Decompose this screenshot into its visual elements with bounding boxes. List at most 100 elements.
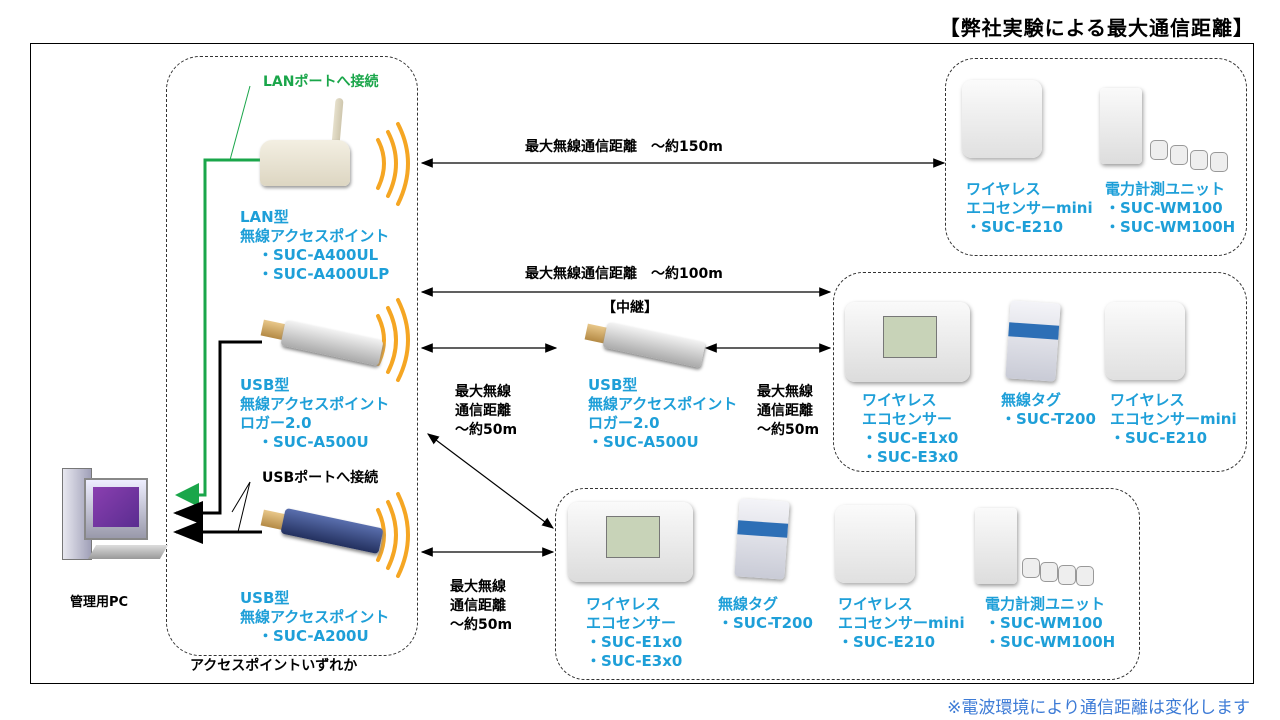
label-line: ワイヤレス <box>862 391 937 409</box>
device-label: 電力計測ユニット ・SUC-WM100 ・SUC-WM100H <box>1105 180 1235 237</box>
label-line: 最大無線 <box>757 384 813 400</box>
pc-label: 管理用PC <box>70 595 129 610</box>
label-line: ワイヤレス <box>966 180 1041 198</box>
label-line: USB型 <box>588 376 638 394</box>
usb-port-label: USBポートへ接続 <box>262 470 379 486</box>
label-line: 無線アクセスポイント <box>240 608 390 626</box>
label-line: エコセンサーmini <box>1110 410 1237 428</box>
device-label: ワイヤレス エコセンサーmini ・SUC-E210 <box>1110 391 1237 448</box>
label-line: エコセンサー <box>586 614 677 632</box>
label-line: 無線タグ <box>1001 391 1062 409</box>
label-line: エコセンサー <box>862 410 953 428</box>
label-line: USB型 <box>240 376 290 394</box>
usb-access-point-label: USB型 無線アクセスポイント ・SUC-A200U <box>240 589 389 646</box>
label-line: ～約50m <box>455 422 518 438</box>
label-line: USB型 <box>240 589 290 607</box>
radio-waves-icon <box>376 492 410 578</box>
lan-cable-line <box>175 158 295 507</box>
label-line: 無線アクセスポイント <box>240 227 390 245</box>
lan-callout-line <box>229 85 251 161</box>
label-line: ・SUC-E1x0 <box>586 633 683 651</box>
current-clamp-image <box>1190 150 1208 170</box>
current-clamp-image <box>1022 558 1040 578</box>
label-line: ワイヤレス <box>1110 391 1185 409</box>
label-line: エコセンサーmini <box>838 614 965 632</box>
device-label: ワイヤレス エコセンサー ・SUC-E1x0 ・SUC-E3x0 <box>862 391 958 467</box>
access-point-group <box>166 56 418 656</box>
radio-waves-icon <box>376 122 410 206</box>
device-label: ワイヤレス エコセンサーmini ・SUC-E210 <box>838 595 965 652</box>
label-line: ワイヤレス <box>586 595 661 613</box>
usb-callout-line-2 <box>237 481 251 533</box>
label-line: ・SUC-A400UL <box>258 246 379 264</box>
lan-access-point-label: LAN型 無線アクセスポイント ・SUC-A400UL ・SUC-A400ULP <box>240 208 389 284</box>
usb-cable-line-1 <box>173 340 262 525</box>
current-clamp-image <box>1058 565 1076 585</box>
label-line: ・SUC-E210 <box>1110 429 1208 447</box>
label-line: 通信距離 <box>455 403 511 419</box>
device-label: 電力計測ユニット ・SUC-WM100 ・SUC-WM100H <box>985 595 1115 652</box>
label-line: ・SUC-E1x0 <box>862 429 959 447</box>
device-label: 無線タグ ・SUC-T200 <box>1001 391 1096 429</box>
relay-access-point-label: USB型 無線アクセスポイント ロガー2.0 ・SUC-A500U <box>588 376 737 452</box>
distance-100m-label: 最大無線通信距離 ～約100m <box>525 266 723 282</box>
label-line: ・SUC-WM100 <box>985 614 1103 632</box>
diagram-frame <box>30 43 1254 684</box>
access-point-group-label: アクセスポイントいずれか <box>190 658 358 674</box>
label-line: ロガー2.0 <box>588 414 660 432</box>
device-label: 無線タグ ・SUC-T200 <box>718 595 813 633</box>
label-line: 無線アクセスポイント <box>588 395 738 413</box>
current-clamp-image <box>1040 562 1058 582</box>
eco-sensor-mini-image <box>962 80 1042 158</box>
current-clamp-image <box>1170 145 1188 165</box>
pc-monitor-icon <box>84 478 148 540</box>
label-line: ・SUC-A500U <box>588 433 699 451</box>
label-line: ～約50m <box>757 422 820 438</box>
eco-sensor-mini-image <box>835 505 915 583</box>
distance-50m-label-bottom: 最大無線 通信距離 ～約50m <box>450 578 512 635</box>
label-line: ・SUC-WM100H <box>985 633 1116 651</box>
current-clamp-image <box>1210 152 1228 172</box>
current-clamp-image <box>1076 566 1094 586</box>
label-line: ・SUC-E210 <box>966 218 1064 236</box>
wireless-tag-image <box>1005 300 1061 382</box>
label-line: LAN型 <box>240 208 289 226</box>
label-line: ・SUC-T200 <box>718 614 813 632</box>
usb-callout-line-1 <box>231 481 251 513</box>
label-line: ワイヤレス <box>838 595 913 613</box>
keyboard-icon <box>87 545 169 559</box>
label-line: ・SUC-WM100H <box>1105 218 1236 236</box>
device-group-150m <box>945 58 1247 256</box>
label-line: エコセンサーmini <box>966 199 1093 217</box>
eco-sensor-image <box>845 302 970 382</box>
label-line: 最大無線 <box>455 384 511 400</box>
device-label: ワイヤレス エコセンサー ・SUC-E1x0 ・SUC-E3x0 <box>586 595 682 671</box>
label-line: 電力計測ユニット <box>985 595 1106 613</box>
power-unit-image <box>975 508 1017 584</box>
label-line: ・SUC-WM100 <box>1105 199 1223 217</box>
eco-sensor-image <box>568 502 693 582</box>
lan-access-point-image <box>260 140 350 186</box>
label-line: ロガー2.0 <box>240 414 312 432</box>
device-label: ワイヤレス エコセンサーmini ・SUC-E210 <box>966 180 1093 237</box>
radio-waves-icon <box>376 298 410 382</box>
label-line: ～約50m <box>450 617 513 633</box>
label-line: ・SUC-A400ULP <box>258 265 390 283</box>
label-line: ・SUC-E3x0 <box>586 652 683 670</box>
label-line: 電力計測ユニット <box>1105 180 1226 198</box>
label-line: ・SUC-E210 <box>838 633 936 651</box>
label-line: 無線タグ <box>718 595 779 613</box>
power-unit-image <box>1100 88 1142 164</box>
label-line: 通信距離 <box>757 403 813 419</box>
label-line: ・SUC-T200 <box>1001 410 1096 428</box>
usb-logger-access-point-label: USB型 無線アクセスポイント ロガー2.0 ・SUC-A500U <box>240 376 389 452</box>
current-clamp-image <box>1150 140 1168 160</box>
label-line: 無線アクセスポイント <box>240 395 390 413</box>
label-line: ・SUC-A200U <box>258 627 369 645</box>
label-line: 最大無線 <box>450 579 506 595</box>
footnote: ※電波環境により通信距離は変化します <box>947 698 1250 718</box>
eco-sensor-mini-image <box>1105 302 1185 380</box>
relay-label: 【中継】 <box>602 300 658 316</box>
distance-150m-label: 最大無線通信距離 ～約150m <box>525 139 723 155</box>
